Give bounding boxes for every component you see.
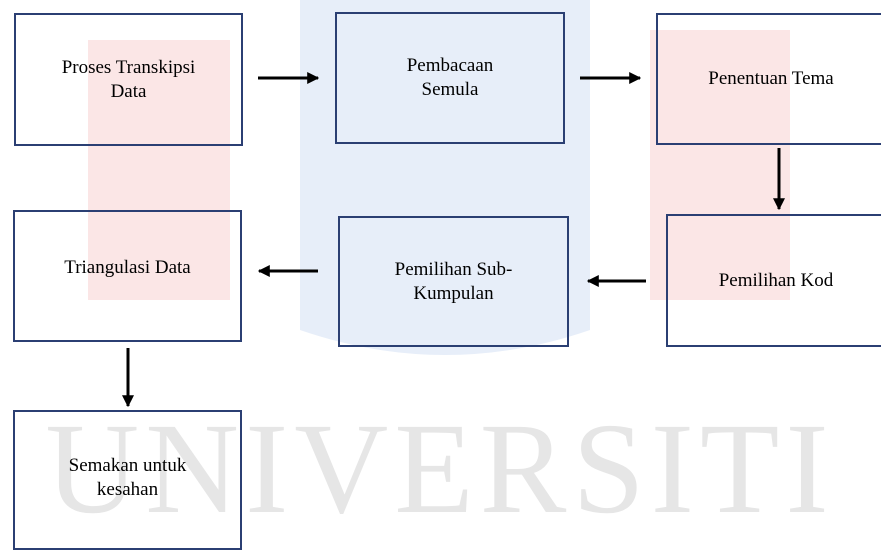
watermark-shape-right	[650, 30, 790, 300]
university-watermark: UNIVERSITI	[45, 0, 834, 537]
step-label: Penentuan Tema	[708, 68, 834, 89]
step-pemilihan-sub-kumpulan: Pemilihan Sub-Kumpulan	[338, 216, 569, 347]
step-label: Pembacaan Semula	[406, 55, 494, 100]
flow-arrows	[122, 72, 785, 408]
step-label: Proses Transkipsi Data	[61, 56, 196, 102]
step-penentuan-tema: Penentuan Tema	[656, 13, 881, 145]
step-pembacaan-semula: Pembacaan Semula	[335, 12, 565, 144]
step-label: Pemilihan Kod	[718, 269, 834, 291]
step-proses-transkripsi-data: Proses Transkipsi Data	[14, 13, 243, 146]
watermark-shape-center	[300, 0, 590, 355]
step-label: Triangulasi Data	[64, 257, 191, 278]
step-triangulasi-data: Triangulasi Data	[13, 210, 242, 342]
watermark-text: UNIVERSITI	[45, 397, 834, 537]
watermark-shape-left	[88, 40, 230, 300]
step-label: Pemilihan Sub-Kumpulan	[394, 258, 513, 304]
step-label: Semakan untuk kesahan	[68, 455, 187, 500]
step-pemilihan-kod: Pemilihan Kod	[666, 214, 881, 347]
